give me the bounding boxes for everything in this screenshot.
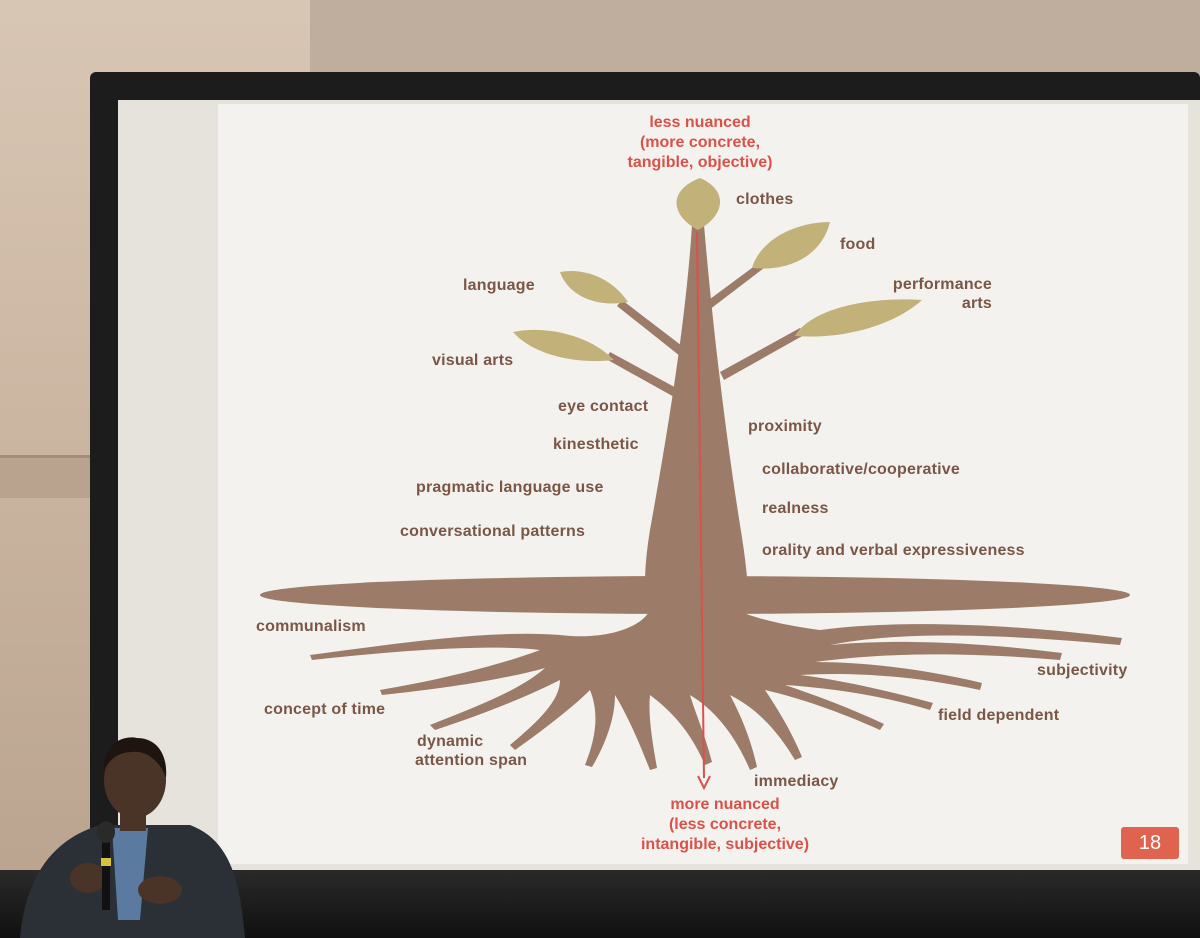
top-note-line-3: tangible, objective): [627, 154, 773, 171]
label-dynamic-attention-span: dynamic attention span: [415, 732, 527, 770]
leaf-clothes: [676, 178, 721, 230]
speaker-hand-right: [138, 876, 182, 904]
bottom-note-line-3: intangible, subjective): [640, 836, 810, 853]
label-performance-arts-line-2: arts: [961, 295, 992, 312]
label-orality: orality and verbal expressiveness: [762, 542, 1025, 559]
label-language: language: [463, 277, 535, 294]
label-field-dependent: field dependent: [938, 707, 1060, 724]
top-note-line-1: less nuanced: [649, 114, 751, 131]
label-subjectivity: subjectivity: [1037, 662, 1128, 679]
label-pragmatic-language-use: pragmatic language use: [416, 479, 604, 496]
label-eye-contact: eye contact: [558, 398, 649, 415]
branch-food: [706, 262, 764, 310]
label-performance-arts-line-1: performance: [892, 276, 992, 293]
top-note-line-2: (more concrete,: [639, 134, 761, 151]
label-conversational-patterns: conversational patterns: [400, 523, 586, 540]
speaker-head: [104, 742, 166, 818]
bottom-note-line-2: (less concrete,: [668, 816, 782, 833]
microphone-band: [101, 858, 111, 866]
leaf-language: [560, 270, 628, 304]
nuance-arrow-line: [696, 231, 705, 779]
trunk: [645, 225, 748, 598]
slide-number-badge: 18: [1121, 827, 1179, 859]
label-food: food: [840, 236, 876, 253]
bottom-note-line-1: more nuanced: [670, 796, 780, 813]
label-performance-arts: performance arts: [862, 275, 992, 313]
roots: [310, 605, 1122, 770]
top-note: less nuanced (more concrete, tangible, o…: [570, 113, 830, 173]
label-realness: realness: [762, 500, 829, 517]
microphone-head: [97, 821, 115, 843]
label-clothes: clothes: [736, 191, 794, 208]
bottom-note: more nuanced (less concrete, intangible,…: [600, 795, 850, 855]
microphone-handle: [102, 838, 110, 910]
speaker-shirt: [112, 828, 148, 920]
leaf-visual: [513, 329, 614, 362]
label-concept-of-time: concept of time: [264, 701, 386, 718]
speaker-hand-left: [70, 863, 106, 893]
leaf-performance: [795, 299, 922, 337]
branch-performance: [720, 328, 804, 380]
tree-graphic: [260, 225, 1130, 770]
leaves: [513, 178, 922, 362]
speaker-hair: [103, 737, 167, 778]
label-visual-arts: visual arts: [432, 352, 514, 369]
leaf-food: [752, 222, 830, 269]
label-dynamic-attention-line-1: dynamic: [417, 733, 484, 750]
wall-trim: [0, 455, 95, 498]
label-immediacy: immediacy: [754, 773, 839, 790]
label-collaborative: collaborative/cooperative: [762, 461, 960, 478]
branch-language: [617, 300, 690, 360]
branch-visual: [606, 352, 680, 398]
label-proximity: proximity: [748, 418, 822, 435]
label-communalism: communalism: [256, 618, 366, 635]
nuance-arrow-head: [697, 775, 711, 791]
label-dynamic-attention-line-2: attention span: [415, 752, 528, 769]
label-kinesthetic: kinesthetic: [553, 436, 639, 453]
